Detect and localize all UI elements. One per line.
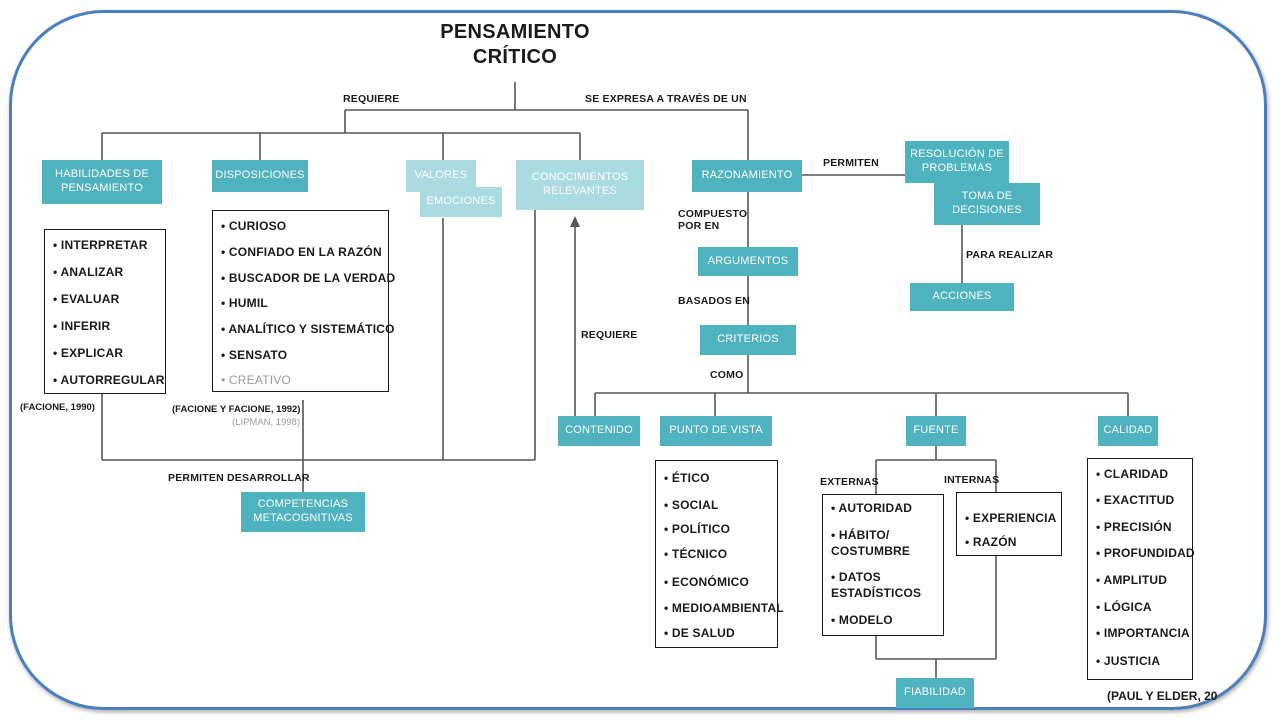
node-conocimientos: CONOCIMIENTOS RELEVANTES [516, 160, 644, 210]
link-permiten-desarrollar: PERMITEN DESARROLLAR [168, 472, 310, 484]
list-item: • HUMIL [221, 296, 268, 310]
node-acciones: ACCIONES [910, 283, 1014, 311]
link-permiten: PERMITEN [823, 157, 879, 169]
list-item: • JUSTICIA [1096, 654, 1161, 668]
list-item: • MODELO [831, 613, 893, 627]
link-se-expresa: SE EXPRESA A TRAVÉS DE UN [585, 93, 747, 105]
node-razonamiento: RAZONAMIENTO [692, 160, 802, 192]
node-toma-decisiones: TOMA DE DECISIONES [934, 183, 1040, 225]
list-item: • ANALIZAR [53, 265, 124, 279]
list-item: • POLÍTICO [664, 522, 731, 536]
list-item: • EXPERIENCIA [965, 511, 1057, 525]
list-item: • AUTORREGULAR [53, 373, 165, 387]
link-internas: INTERNAS [944, 474, 1000, 486]
list-item: • ÉTICO [664, 471, 710, 485]
list-item: • AUTORIDAD [831, 501, 913, 515]
list-item: • INTERPRETAR [53, 238, 148, 252]
list-item: • AMPLITUD [1096, 573, 1168, 587]
link-para-realizar: PARA REALIZAR [966, 249, 1054, 261]
node-fiabilidad: FIABILIDAD [896, 678, 974, 708]
node-disposiciones: DISPOSICIONES [212, 160, 308, 192]
link-externas: EXTERNAS [820, 476, 879, 488]
list-item: • INFERIR [53, 319, 111, 333]
link-requiere-2: REQUIERE [581, 329, 638, 341]
diagram-title: PENSAMIENTO CRÍTICO [420, 20, 610, 70]
node-contenido: CONTENIDO [558, 416, 640, 446]
node-punto-de-vista: PUNTO DE VISTA [660, 416, 772, 446]
list-item: • EVALUAR [53, 292, 120, 306]
list-internas: • EXPERIENCIA • RAZÓN [956, 492, 1062, 556]
list-item: • PROFUNDIDAD [1096, 546, 1195, 560]
list-item: • HÁBITO/ [831, 528, 890, 542]
list-item: • DE SALUD [664, 626, 735, 640]
list-item: • RAZÓN [965, 535, 1017, 549]
citation-facione: (FACIONE, 1990) [20, 402, 95, 413]
node-valores: VALORES [406, 160, 476, 192]
title-line-1: PENSAMIENTO [440, 21, 590, 43]
node-criterios: CRITERIOS [700, 325, 796, 355]
node-argumentos: ARGUMENTOS [698, 247, 798, 276]
node-resolucion: RESOLUCIÓN DE PROBLEMAS [905, 141, 1009, 183]
list-item: • CURIOSO [221, 219, 287, 233]
list-item: ESTADÍSTICOS [831, 586, 922, 600]
list-item: • ECONÓMICO [664, 575, 750, 589]
list-item: • BUSCADOR DE LA VERDAD [221, 271, 396, 285]
citation-lipman: (LIPMAN, 1998) [232, 417, 301, 428]
list-punto-de-vista: • ÉTICO • SOCIAL • POLÍTICO • TÉCNICO • … [655, 460, 784, 648]
node-calidad: CALIDAD [1098, 416, 1158, 446]
link-compuesto-line-1: COMPUESTO [678, 208, 748, 220]
list-habilidades: • INTERPRETAR • ANALIZAR • EVALUAR • INF… [44, 229, 166, 394]
list-item: • EXPLICAR [53, 346, 124, 360]
list-item: • IMPORTANCIA [1096, 626, 1190, 640]
list-item: • DATOS [831, 570, 881, 584]
citation-paul-elder: (PAUL Y ELDER, 20 [1107, 689, 1218, 703]
link-compuesto: COMPUESTO POR EN [678, 208, 747, 232]
list-item: • CONFIADO EN LA RAZÓN [221, 245, 382, 259]
list-item: • TÉCNICO [664, 547, 728, 561]
list-disposiciones: • CURIOSO • CONFIADO EN LA RAZÓN • BUSCA… [212, 210, 395, 392]
list-item: • PRECISIÓN [1096, 520, 1172, 534]
list-item: • SENSATO [221, 348, 288, 362]
link-basados-en: BASADOS EN [678, 295, 751, 307]
slide-frame [9, 10, 1267, 710]
node-competencias: COMPETENCIAS METACOGNITIVAS [241, 492, 365, 532]
node-emociones: EMOCIONES [420, 187, 502, 217]
list-item: • CLARIDAD [1096, 467, 1169, 481]
list-calidad: • CLARIDAD • EXACTITUD • PRECISIÓN • PRO… [1087, 458, 1195, 680]
list-item: • EXACTITUD [1096, 493, 1175, 507]
citation-facione-y-facione: (FACIONE Y FACIONE, 1992) [172, 404, 301, 415]
link-requiere: REQUIERE [343, 93, 400, 105]
node-fuente: FUENTE [906, 416, 966, 446]
title-line-2: CRÍTICO [472, 46, 558, 68]
list-externas: • AUTORIDAD • HÁBITO/ COSTUMBRE • DATOS … [822, 494, 944, 636]
link-compuesto-line-2: POR EN [678, 220, 720, 233]
list-item: • CREATIVO [221, 373, 291, 387]
list-item: • MEDIOAMBIENTAL [664, 601, 784, 615]
list-item: COSTUMBRE [831, 544, 911, 558]
list-item: • ANALÍTICO Y SISTEMÁTICO [221, 322, 395, 336]
node-habilidades: HABILIDADES DE PENSAMIENTO [42, 160, 162, 204]
arrowhead-icon [570, 216, 580, 227]
link-como: COMO [710, 369, 744, 381]
list-item: • SOCIAL [664, 498, 719, 512]
list-item: • LÓGICA [1096, 600, 1152, 614]
